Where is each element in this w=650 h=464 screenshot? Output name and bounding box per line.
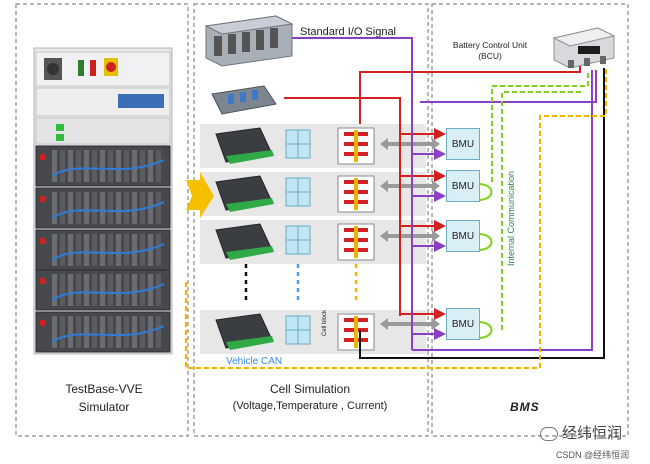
vehicle-can-label: Vehicle CAN bbox=[226, 356, 283, 367]
simulator-rack-5 bbox=[35, 311, 171, 353]
bmu-box-1: BMU bbox=[446, 128, 480, 160]
io-device bbox=[204, 15, 294, 67]
cell-row-3 bbox=[200, 220, 426, 264]
simulator-rack-1 bbox=[35, 145, 171, 187]
watermark-brand: 经纬恒润 bbox=[540, 422, 622, 443]
cell-sim-title: Cell Simulation bbox=[269, 382, 351, 396]
simulator-rack-4 bbox=[35, 269, 171, 311]
standard-io-label: Standard I/O Signal bbox=[300, 26, 397, 38]
can-board bbox=[211, 85, 277, 115]
simulator-title: TestBase-VVE bbox=[65, 382, 143, 396]
data-arrow-3 bbox=[380, 230, 440, 242]
internal-comm-label: Internal Communication bbox=[506, 170, 516, 266]
simulator-rack-2 bbox=[35, 187, 171, 229]
bmu-box-3: BMU bbox=[446, 220, 480, 252]
watermark-footer: CSDN @经纬恒润 bbox=[556, 450, 630, 460]
simulator-racks bbox=[35, 145, 171, 353]
wechat-icon bbox=[540, 427, 558, 442]
bms-panel bbox=[431, 3, 629, 437]
bcu-subtitle: (BCU) bbox=[478, 51, 502, 61]
cell-simulation-panel bbox=[193, 3, 429, 437]
cell-sim-subtitle: (Voltage,Temperature , Current) bbox=[232, 400, 388, 412]
data-arrow-2 bbox=[380, 180, 440, 192]
signal-wires bbox=[185, 37, 607, 369]
cell-row-4 bbox=[200, 310, 426, 354]
simulator-panel bbox=[15, 3, 189, 437]
bms-title: BMS bbox=[510, 400, 540, 414]
data-arrow-4 bbox=[380, 318, 440, 330]
cell-block-label: Cell block bbox=[322, 309, 328, 336]
cell-row-bands bbox=[200, 124, 426, 354]
simulator-to-cell-arrow bbox=[186, 172, 214, 218]
cell-row-2 bbox=[200, 172, 426, 216]
simulator-subtitle: Simulator bbox=[78, 400, 130, 414]
bmu-box-4: BMU bbox=[446, 308, 480, 340]
bcu-device bbox=[552, 27, 616, 69]
data-arrow-1 bbox=[380, 138, 440, 150]
bmu-box-2: BMU bbox=[446, 170, 480, 202]
simulator-rack-3 bbox=[35, 229, 171, 271]
bcu-title: Battery Control Unit bbox=[452, 40, 528, 50]
